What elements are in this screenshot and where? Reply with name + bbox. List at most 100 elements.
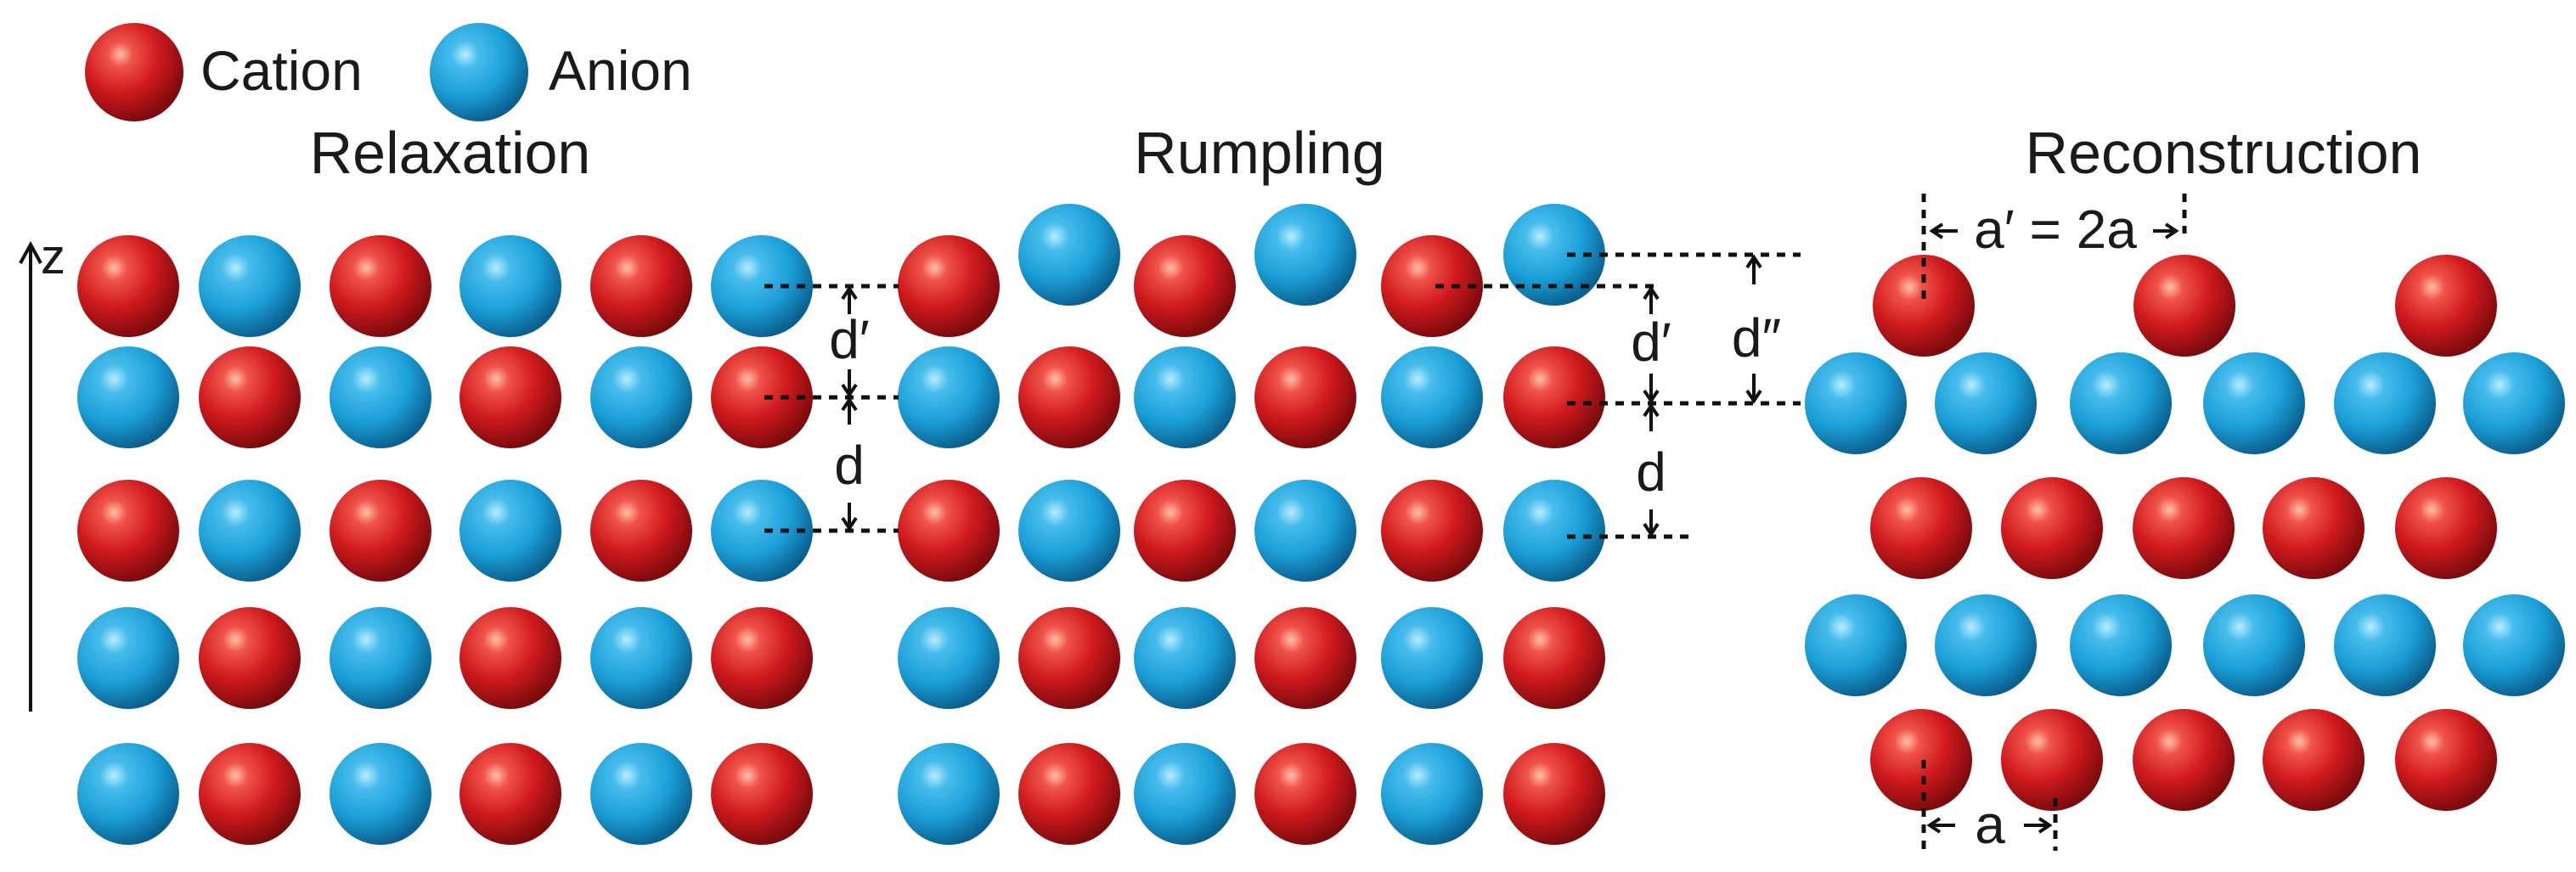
cation-atom [77,235,179,337]
anion-atom [77,346,179,448]
rumpling-lattice [898,204,1605,845]
cation-atom [199,743,301,845]
cation-atom [2133,709,2235,811]
rumpling-spacing-markers: d′ d d″ [1435,252,1801,539]
cation-atom [1381,235,1483,337]
a-label: a [1975,794,2005,855]
anion-atom [459,235,561,337]
z-axis-label: z [41,229,65,284]
anion-atom [199,235,301,337]
cation-atom [711,346,813,448]
anion-atom [2070,352,2172,454]
reconstruction-title: Reconstruction [2026,120,2422,186]
d-label: d [834,435,865,496]
anion-atom [1805,594,1907,696]
relaxation-lattice [77,235,813,845]
cation-atom [199,607,301,709]
anion-atom [1018,204,1120,306]
cation-atom [2001,709,2103,811]
anion-atom [1018,480,1120,582]
cation-atom [898,235,1000,337]
anion-atom [1503,480,1605,582]
rumpling-d-prime-label: d′ [1631,312,1671,373]
cation-legend-label: Cation [200,39,363,102]
anion-atom [1381,743,1483,845]
cation-atom [459,743,561,845]
anion-atom [77,607,179,709]
cation-atom [2134,255,2235,357]
cation-atom [1870,709,1972,811]
anion-legend-swatch [430,23,528,121]
cation-atom [1381,480,1483,582]
anion-atom [1805,352,1907,454]
reconstruction-lattice [1805,255,2565,811]
cation-atom [590,480,692,582]
anion-legend-label: Anion [549,39,692,102]
anion-atom [330,346,431,448]
cation-atom [459,346,561,448]
rumpling-title: Rumpling [1134,120,1385,186]
legend: Cation Anion [85,23,692,121]
anion-atom [898,607,1000,709]
anion-atom [2334,352,2436,454]
cation-atom [2395,709,2497,811]
d-prime-label: d′ [829,309,870,370]
anion-atom [1254,480,1356,582]
cation-atom [1503,607,1605,709]
anion-atom [2203,594,2305,696]
cation-atom [1134,235,1236,337]
cation-atom [1018,346,1120,448]
cation-atom [1254,346,1356,448]
d-double-prime-label: d″ [1732,307,1781,368]
cation-atom [1870,477,1972,579]
anion-atom [590,743,692,845]
anion-atom [898,743,1000,845]
anion-atom [1254,204,1356,306]
relaxation-spacing-markers: d′ d [764,284,899,533]
anion-atom [1503,204,1605,306]
anion-atom [330,743,431,845]
cation-atom [1503,743,1605,845]
anion-atom [898,346,1000,448]
anion-atom [1134,743,1236,845]
anion-atom [711,480,813,582]
cation-atom [1873,255,1975,357]
anion-atom [1381,346,1483,448]
cation-atom [1018,607,1120,709]
anion-atom [2463,594,2565,696]
cation-atom [2263,477,2365,579]
cation-atom [1134,480,1236,582]
anion-atom [1935,594,2037,696]
cation-atom [330,235,431,337]
cation-atom [2395,477,2497,579]
rumpling-d-label: d [1636,442,1666,503]
cation-atom [77,480,179,582]
cation-atom [1503,346,1605,448]
anion-atom [1134,607,1236,709]
cation-legend-swatch [85,23,183,121]
cation-atom [2133,477,2235,579]
anion-atom [1134,346,1236,448]
cation-atom [2395,255,2497,357]
anion-atom [77,743,179,845]
anion-atom [2070,594,2172,696]
cation-atom [2001,477,2103,579]
anion-atom [711,235,813,337]
cation-atom [2263,709,2365,811]
anion-atom [2463,352,2565,454]
cation-atom [590,235,692,337]
anion-atom [330,607,431,709]
cation-atom [1254,607,1356,709]
cation-atom [459,607,561,709]
anion-atom [1381,607,1483,709]
cation-atom [1254,743,1356,845]
reconstruction-spacing-markers: a′ = 2a a [1921,194,2187,855]
anion-atom [199,480,301,582]
cation-atom [330,480,431,582]
cation-atom [1018,743,1120,845]
a-prime-label: a′ = 2a [1974,199,2137,260]
anion-atom [459,480,561,582]
anion-atom [1935,352,2037,454]
anion-atom [590,607,692,709]
